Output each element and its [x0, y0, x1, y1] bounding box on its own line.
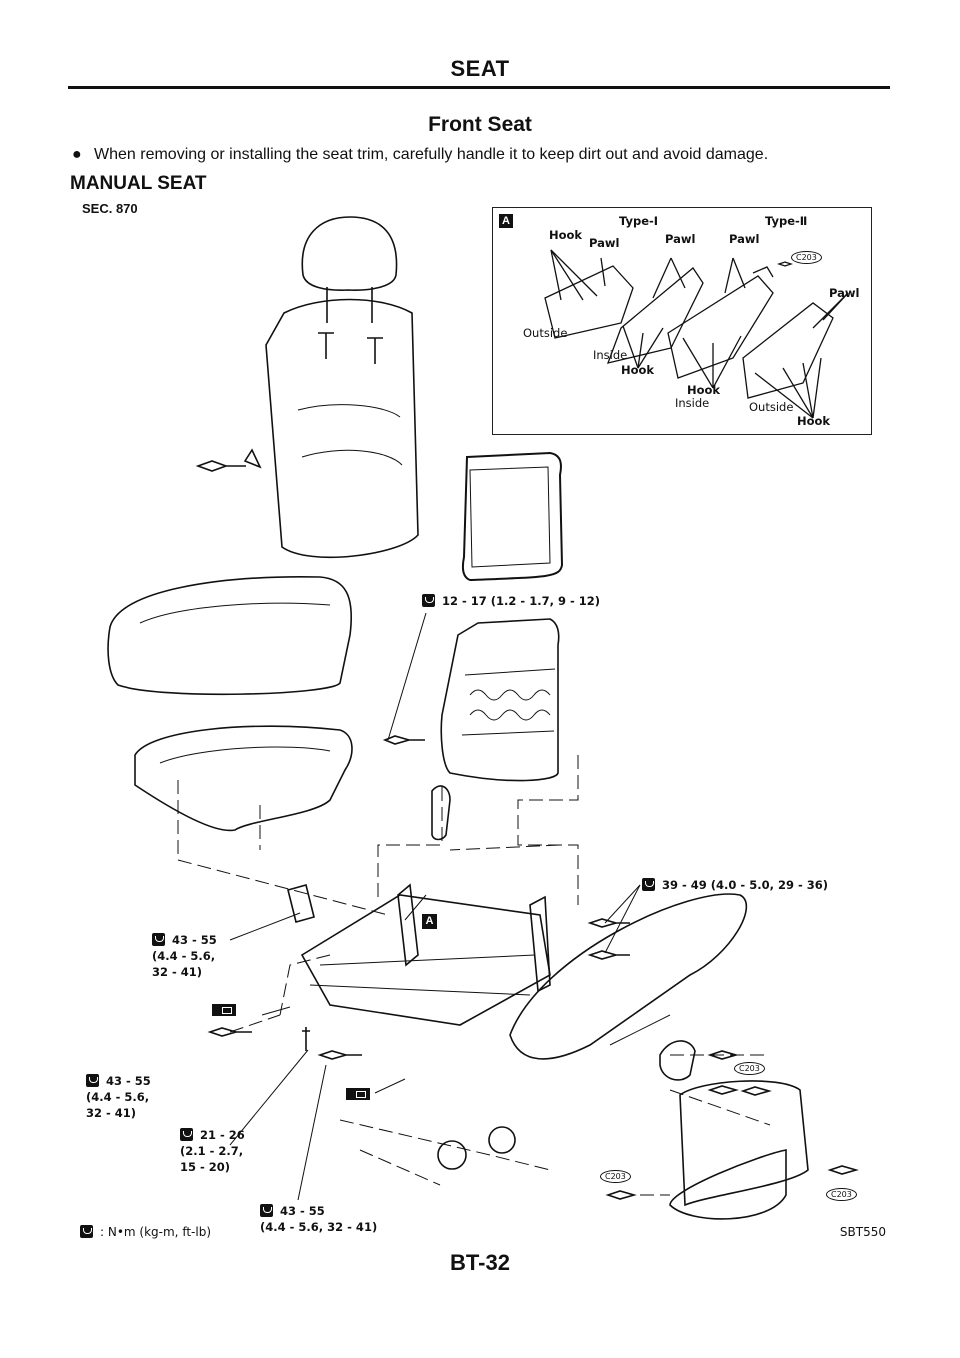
wrench-icon — [180, 1128, 193, 1141]
wrench-icon — [86, 1074, 99, 1087]
torque-callout-5: 21 - 26 (2.1 - 2.7, 15 - 20) — [180, 1128, 245, 1174]
wrench-icon — [260, 1204, 273, 1217]
bullet-text: When removing or installing the seat tri… — [94, 146, 769, 163]
label-hook-1: Hook — [549, 228, 583, 242]
label-inside-2: Inside — [675, 396, 710, 410]
seat-drawing — [107, 216, 859, 1220]
seatbelt-buckle — [287, 884, 315, 923]
inset-drawing — [544, 249, 849, 419]
special-tool-icon — [346, 1087, 370, 1100]
torque-callout-1: 12 - 17 (1.2 - 1.7, 9 - 12) — [422, 593, 600, 609]
torque-callout-3: 43 - 55 (4.4 - 5.6, 32 - 41) — [152, 933, 217, 979]
tool-callout-2 — [346, 1085, 370, 1103]
section-title: Front Seat — [428, 113, 532, 136]
tool-callout-1 — [212, 1001, 236, 1019]
seat-exploded-diagram: SEC. 870 A Type-Ⅰ Type-Ⅱ Hook — [70, 195, 890, 1245]
label-type-1: Type-Ⅰ — [619, 214, 659, 228]
clip-c203-3: C203 — [826, 1188, 857, 1201]
section-code: SEC. 870 — [82, 201, 138, 216]
torque-callout-2: 39 - 49 (4.0 - 5.0, 29 - 36) — [642, 877, 828, 893]
headrest — [301, 216, 398, 291]
label-pawl-4: Pawl — [829, 286, 860, 300]
label-pawl-2: Pawl — [665, 232, 696, 246]
label-pawl-1: Pawl — [589, 236, 620, 250]
label-type-2: Type-Ⅱ — [765, 214, 808, 228]
header-rule — [68, 86, 890, 89]
label-pawl-3: Pawl — [729, 232, 760, 246]
special-tool-icon — [212, 1003, 236, 1016]
reference-tag-a: A — [422, 914, 437, 929]
page-number: BT-32 — [450, 1250, 510, 1275]
seatback-pad-frame — [461, 451, 564, 582]
seat-cushion-pad — [134, 725, 353, 832]
label-hook-4: Hook — [797, 414, 831, 428]
wrench-icon — [80, 1225, 93, 1238]
inset-box-a: A Type-Ⅰ Type-Ⅱ Hook Pawl Pawl — [492, 207, 872, 435]
clip-c203-2: C203 — [600, 1170, 631, 1183]
torque-callout-6: 43 - 55 (4.4 - 5.6, 32 - 41) — [260, 1204, 378, 1234]
slide-cover — [669, 1149, 787, 1220]
label-hook-2: Hook — [621, 363, 655, 377]
clip-c203-inset: C203 — [791, 251, 822, 264]
inset-tag: A — [499, 214, 513, 228]
side-cover — [509, 893, 748, 1060]
bullet-icon: ● — [72, 146, 82, 163]
label-outside-2: Outside — [749, 400, 794, 414]
figure-code: SBT550 — [839, 1225, 886, 1239]
clip-c203-1: C203 — [734, 1062, 765, 1075]
torque-callout-4: 43 - 55 (4.4 - 5.6, 32 - 41) — [86, 1074, 151, 1120]
wrench-icon — [642, 878, 655, 891]
label-outside-1: Outside — [523, 326, 568, 340]
seat-cushion-trim — [107, 576, 352, 696]
subsection-title: MANUAL SEAT — [70, 173, 207, 194]
wrench-icon — [422, 594, 435, 607]
instruction-bullet: ● When removing or installing the seat tr… — [72, 146, 902, 164]
label-hook-3: Hook — [687, 383, 721, 397]
page-header-title: SEAT — [450, 56, 510, 81]
seatback-frame — [440, 618, 560, 782]
seatback-trim — [265, 298, 419, 559]
label-inside-1: Inside — [593, 348, 628, 362]
torque-legend: : N•m (kg-m, ft-lb) — [80, 1225, 211, 1239]
wrench-icon — [152, 933, 165, 946]
